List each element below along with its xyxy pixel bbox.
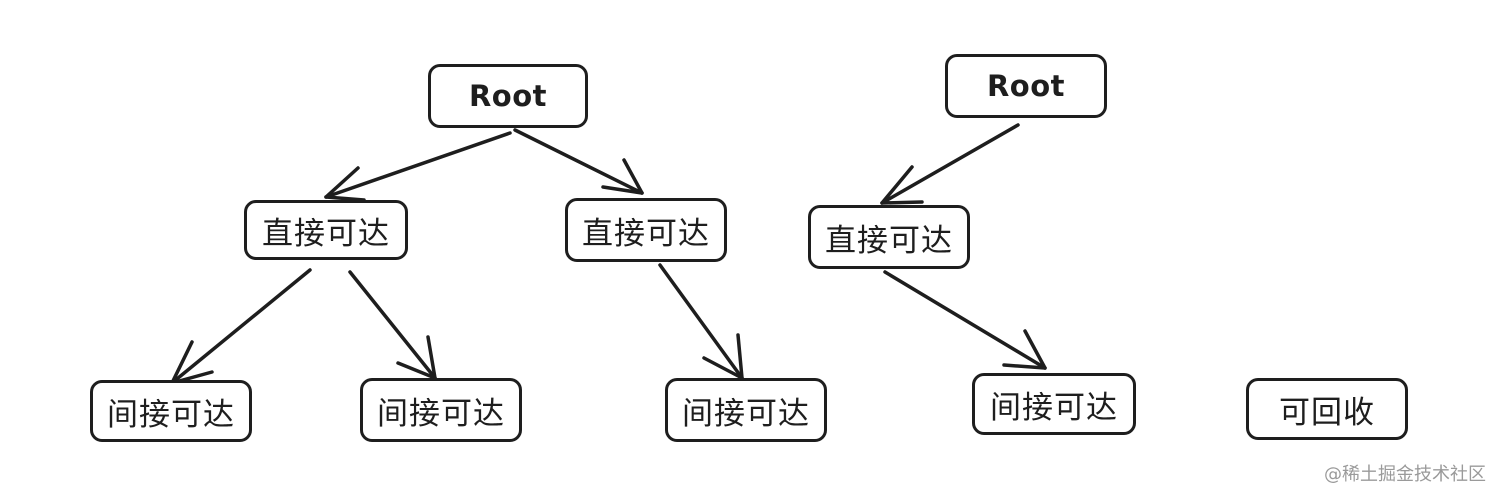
edge-root1-direct1 xyxy=(324,131,512,202)
root-node-2: Root xyxy=(945,54,1107,118)
edge-direct3-indirect4 xyxy=(883,270,1047,370)
direct-reachable-node-1: 直接可达 xyxy=(244,200,408,260)
edge-root1-direct2 xyxy=(513,128,644,195)
edge-direct2-indirect3 xyxy=(658,263,744,380)
watermark: @稀土掘金技术社区 xyxy=(1324,464,1486,485)
collectable-node: 可回收 xyxy=(1246,378,1408,440)
indirect-reachable-node-3: 间接可达 xyxy=(665,378,827,442)
indirect-reachable-node-2: 间接可达 xyxy=(360,378,522,442)
indirect-reachable-node-1: 间接可达 xyxy=(90,380,252,442)
direct-reachable-node-2: 直接可达 xyxy=(565,198,727,262)
direct-reachable-node-3: 直接可达 xyxy=(808,205,970,269)
edge-direct1-indirect2 xyxy=(348,270,437,380)
indirect-reachable-node-4: 间接可达 xyxy=(972,373,1136,435)
edge-root2-direct3 xyxy=(880,123,1020,205)
edge-direct1-indirect1 xyxy=(170,268,312,385)
root-node-1: Root xyxy=(428,64,588,128)
